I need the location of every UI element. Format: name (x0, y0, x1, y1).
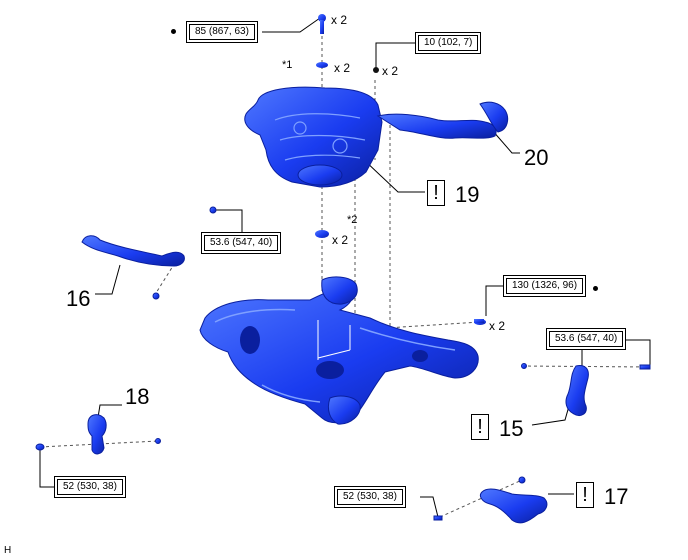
arm-15 (521, 363, 651, 417)
bolt-130 (474, 319, 486, 325)
caution-mark-17: ! (576, 482, 594, 508)
washer-1 (316, 62, 328, 68)
torque-box-top-bolt: 85 (867, 63) (186, 21, 258, 43)
callout-15: 15 (499, 416, 524, 441)
qty-washer-1: x 2 (334, 61, 351, 75)
torque-label: 85 (867, 63) (189, 24, 255, 40)
arm-17 (433, 476, 548, 524)
torque-box-arm-15: 53.6 (547, 40) (546, 328, 627, 350)
qty-washer-2: x 2 (332, 233, 349, 247)
torque-label: 130 (1326, 96) (506, 278, 584, 294)
motor-unit (244, 86, 509, 188)
torque-box-bolt-130: 130 (1326, 96) (503, 275, 587, 297)
motor-detail (274, 113, 366, 161)
subframe-holes (240, 326, 428, 379)
callout-17: 17 (604, 484, 629, 509)
torque-label: 52 (530, 38) (337, 489, 403, 505)
qty-bolt-130: x 2 (489, 319, 506, 333)
arm-18 (35, 414, 161, 455)
torque-box-arm-17: 52 (530, 38) (334, 486, 406, 508)
torque-box-arm-16: 53.6 (547, 40) (201, 232, 282, 254)
caution-mark-19: ! (427, 180, 445, 206)
arm-16 (81, 206, 217, 300)
qty-top-bolt: x 2 (331, 13, 348, 27)
torque-box-nut: 10 (102, 7) (415, 32, 482, 54)
callout-19: 19 (455, 182, 480, 207)
torque-label: 53.6 (547, 40) (204, 235, 279, 251)
torque-label: 10 (102, 7) (418, 35, 479, 51)
subframe (199, 276, 479, 425)
note-2: *2 (347, 214, 358, 226)
caution-mark-15: ! (471, 414, 489, 440)
note-1: *1 (282, 59, 293, 71)
figure-id: H (4, 545, 12, 556)
callout-20: 20 (524, 145, 549, 170)
washer-2 (315, 230, 329, 238)
bullet-dot (593, 286, 598, 291)
nut-10 (373, 67, 379, 73)
qty-nut: x 2 (382, 64, 399, 78)
torque-label: 53.6 (547, 40) (549, 331, 624, 347)
torque-label: 52 (530, 38) (57, 479, 123, 495)
top-bolt (318, 14, 326, 34)
torque-box-arm-18: 52 (530, 38) (54, 476, 126, 498)
callout-18: 18 (125, 384, 150, 409)
subframe-outline-lines (317, 320, 351, 360)
subframe-highlights (214, 308, 456, 403)
callout-16: 16 (66, 286, 91, 311)
bullet-dot (171, 29, 176, 34)
